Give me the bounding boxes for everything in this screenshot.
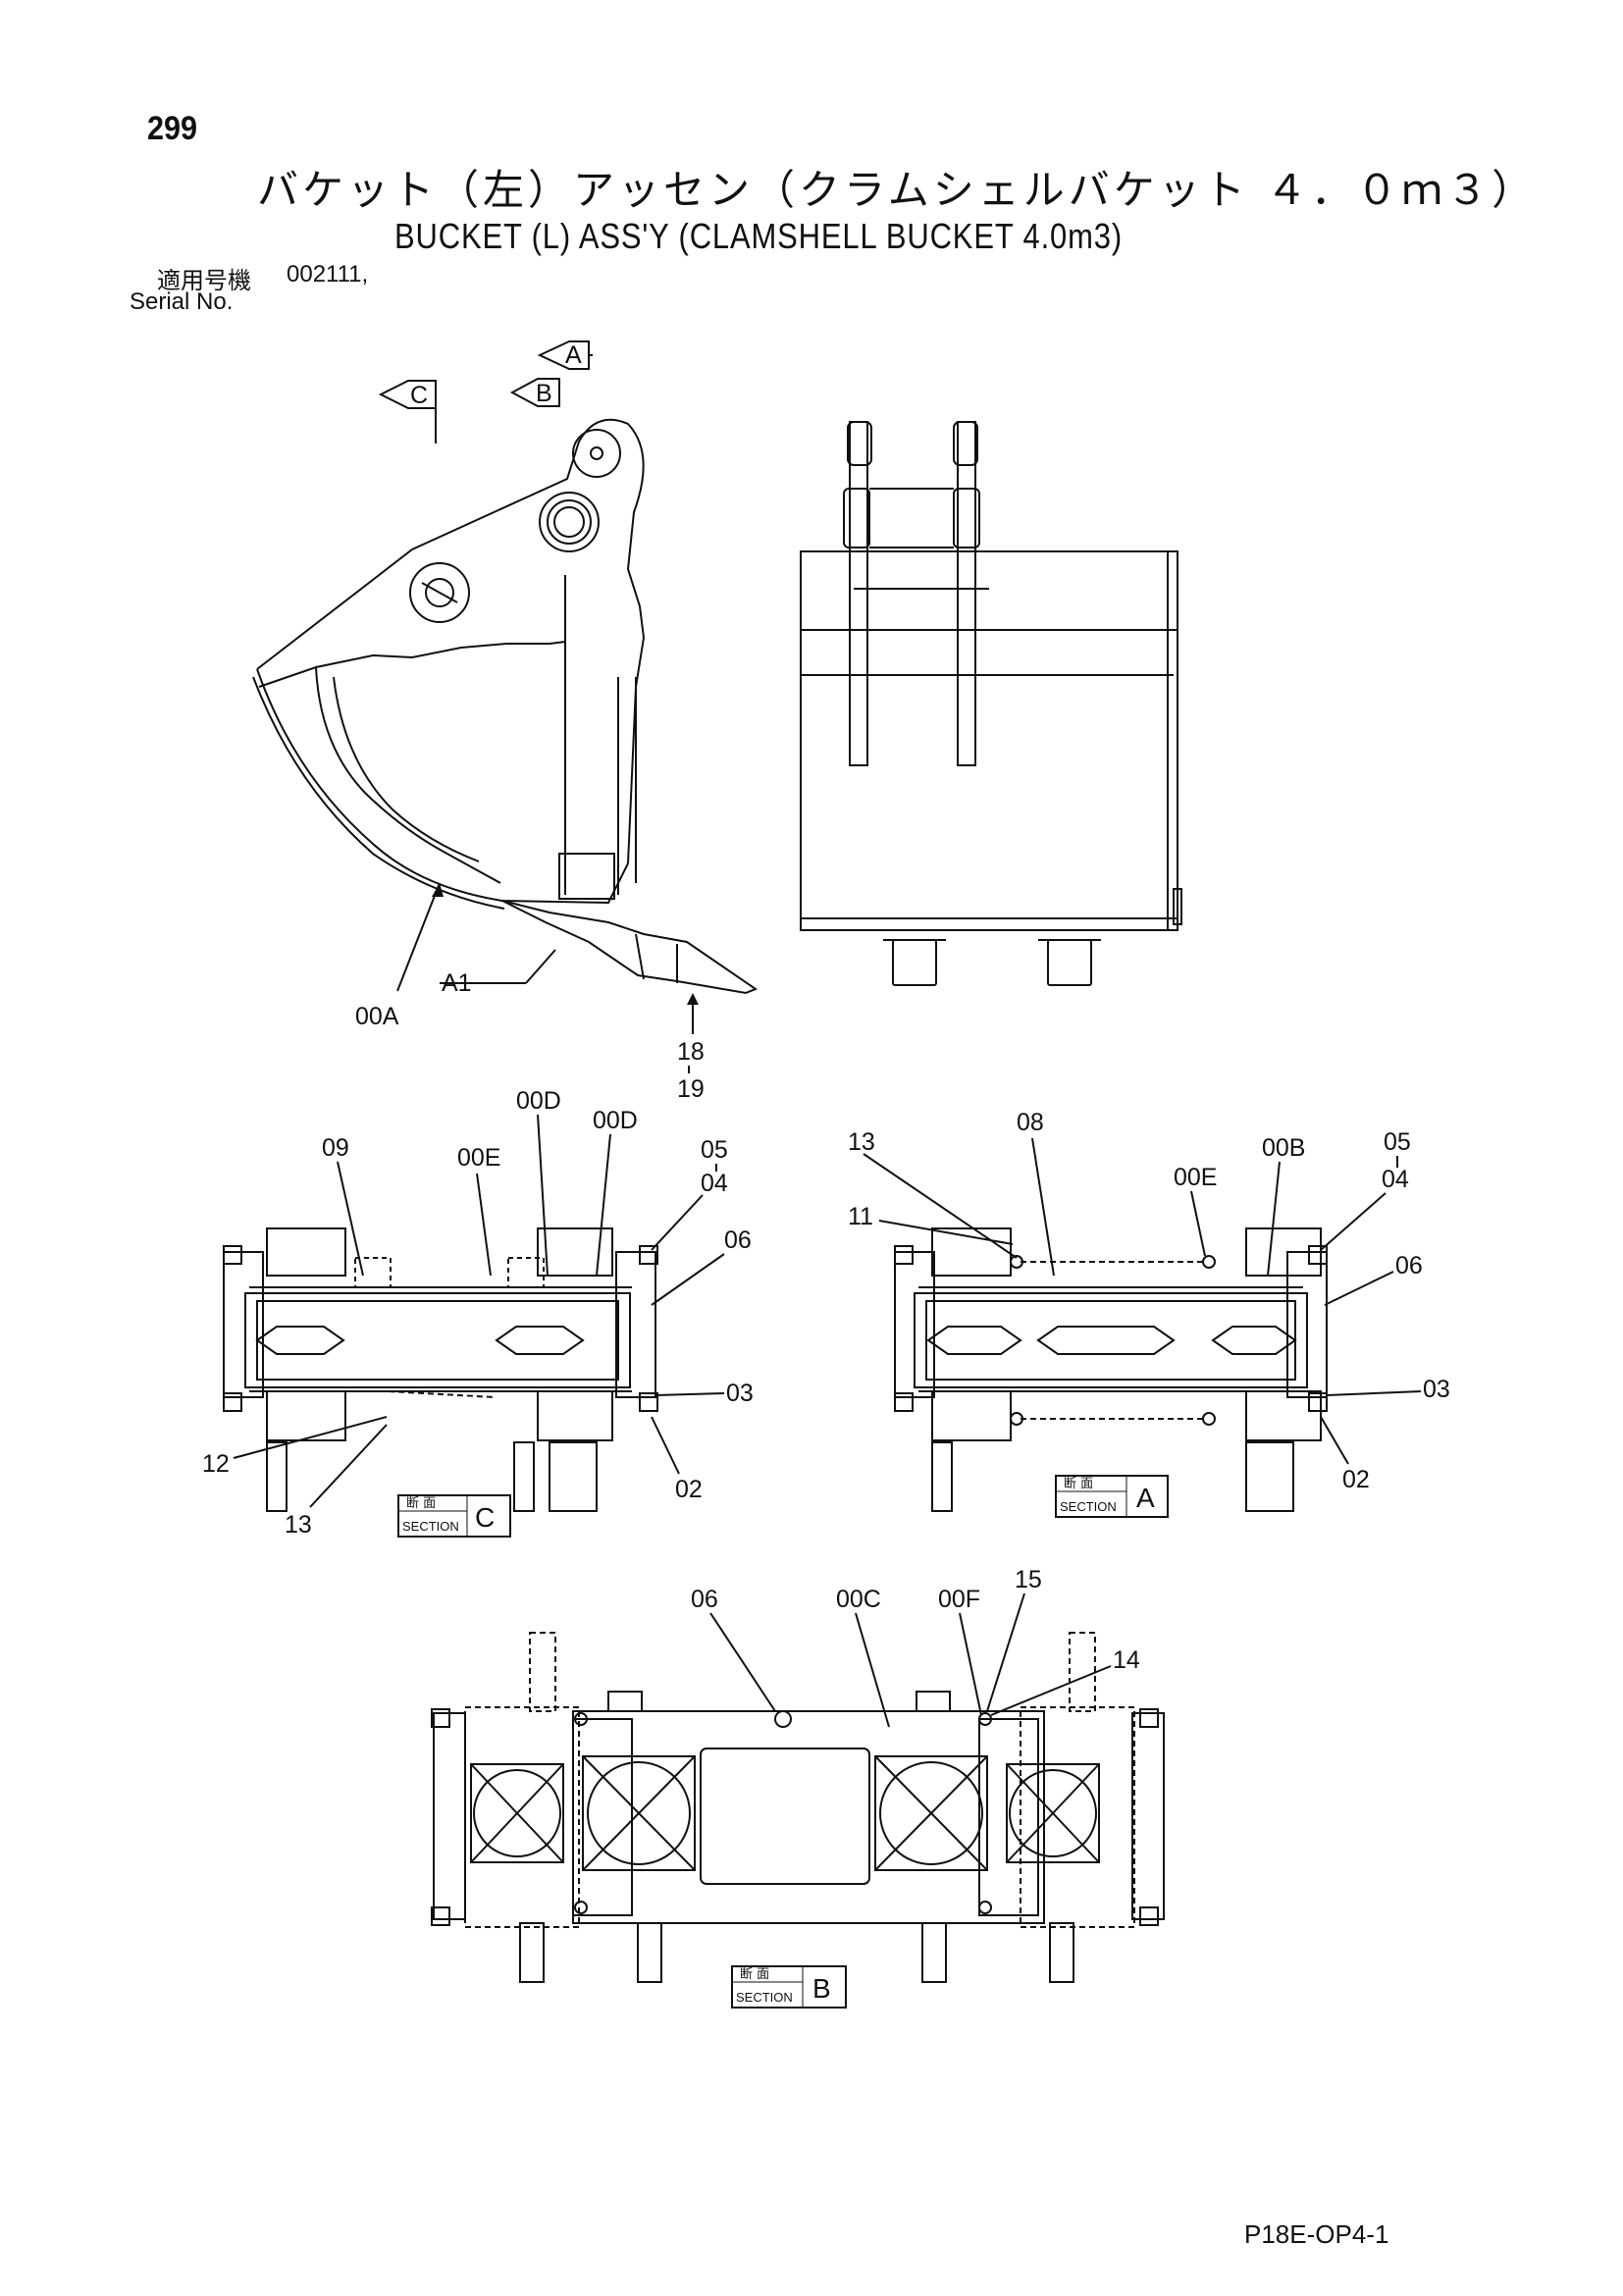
section-b-letter: B xyxy=(812,1973,831,2004)
view-arrow-a-label: A xyxy=(565,341,582,369)
section-c-letter: C xyxy=(475,1502,495,1533)
callout-06: 06 xyxy=(724,1226,752,1254)
callout-00a: 00A xyxy=(355,1003,399,1030)
callout-a-02: 02 xyxy=(1342,1466,1370,1493)
callout-a-08: 08 xyxy=(1017,1109,1044,1136)
callout-04: 04 xyxy=(701,1170,728,1197)
callout-b-06: 06 xyxy=(691,1586,718,1613)
callout-05: 05 xyxy=(701,1136,728,1164)
callout-a1: A1 xyxy=(442,969,472,997)
callout-a-00b: 00B xyxy=(1262,1134,1305,1162)
title-japanese: バケット（左）アッセン（クラムシェルバケット ４．０ｍ３） xyxy=(257,166,1538,214)
page-number: 299 xyxy=(147,110,198,147)
callout-00d-2: 00D xyxy=(593,1107,638,1134)
view-arrow-b: B xyxy=(509,378,560,407)
section-c-view: 09 00E 00D 00D 05 04 06 03 02 12 13 断 面 … xyxy=(202,1087,754,1539)
view-arrow-c: C xyxy=(378,380,437,444)
section-c-jp: 断 面 xyxy=(406,1496,436,1511)
view-arrow-c-label: C xyxy=(410,382,428,409)
callout-02: 02 xyxy=(675,1476,703,1503)
callout-a-04: 04 xyxy=(1382,1166,1409,1193)
callout-09: 09 xyxy=(322,1134,349,1162)
bearing-inner-left xyxy=(582,1755,696,1871)
serial-label-en: Serial No. xyxy=(130,288,234,315)
callout-b-00c: 00C xyxy=(836,1586,881,1613)
bearing-inner-right xyxy=(874,1755,988,1871)
callout-00e: 00E xyxy=(457,1144,500,1172)
callout-03: 03 xyxy=(726,1380,754,1407)
section-a-letter: A xyxy=(1136,1483,1155,1513)
callout-a-00e: 00E xyxy=(1174,1164,1217,1191)
section-a-en: SECTION xyxy=(1060,1499,1117,1514)
section-a-view: 13 11 08 00E 00B 05 04 06 03 02 断 面 SECT… xyxy=(848,1109,1450,1518)
callout-a-13: 13 xyxy=(848,1128,875,1156)
section-b-view: 06 00C 00F 15 14 断 面 SECTION B xyxy=(431,1566,1165,2009)
bearing-outer-right xyxy=(1006,1763,1100,1863)
section-b-en: SECTION xyxy=(736,1990,793,2005)
callout-00d-1: 00D xyxy=(516,1087,561,1115)
view-arrow-b-label: B xyxy=(536,380,552,407)
serial-value: 002111, xyxy=(287,261,369,287)
bucket-side-view: A B C xyxy=(252,340,759,1103)
callout-12: 12 xyxy=(202,1450,230,1478)
bearing-outer-left xyxy=(470,1763,564,1863)
callout-a-11: 11 xyxy=(848,1203,873,1230)
section-a-jp: 断 面 xyxy=(1064,1477,1093,1491)
callout-b-14: 14 xyxy=(1113,1646,1140,1674)
callout-13: 13 xyxy=(285,1511,312,1539)
callout-a-03: 03 xyxy=(1423,1376,1450,1403)
title-english: BUCKET (L) ASS'Y (CLAMSHELL BUCKET 4.0m3… xyxy=(394,216,1124,256)
bucket-front-view xyxy=(800,421,1182,986)
serial-label-jp: 適用号機 xyxy=(157,267,251,294)
callout-18: 18 xyxy=(677,1038,705,1066)
drawing-code: P18E-OP4-1 xyxy=(1244,2219,1389,2249)
callout-19: 19 xyxy=(677,1075,705,1103)
callout-a-05: 05 xyxy=(1384,1128,1411,1156)
view-arrow-a: A xyxy=(537,340,593,370)
callout-b-15: 15 xyxy=(1015,1566,1042,1593)
section-c-en: SECTION xyxy=(402,1519,459,1534)
callout-b-00f: 00F xyxy=(938,1586,980,1613)
section-b-jp: 断 面 xyxy=(740,1967,769,1982)
callout-a-06: 06 xyxy=(1395,1252,1423,1279)
